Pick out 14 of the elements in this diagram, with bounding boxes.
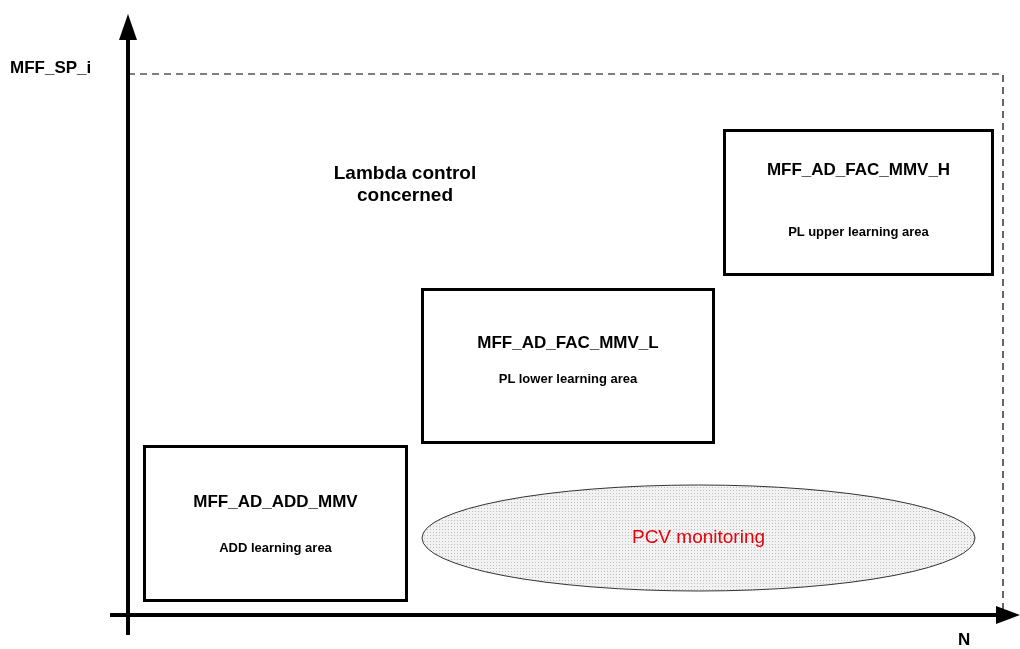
area-description: PL lower learning area — [497, 371, 639, 386]
parameter-name: MFF_AD_FAC_MMV_L — [476, 333, 660, 353]
learning-area-box — [421, 288, 715, 444]
monitoring-ellipse — [421, 484, 976, 592]
parameter-name: MFF_AD_FAC_MMV_H — [765, 160, 952, 180]
region-label: Lambda control concerned — [332, 162, 478, 206]
learning-area-box — [723, 129, 994, 276]
axis-label: N — [958, 630, 971, 649]
area-description: ADD learning area — [218, 540, 333, 555]
monitoring-label: PCV monitoring — [630, 526, 767, 548]
parameter-name: MFF_AD_ADD_MMV — [192, 492, 359, 512]
axis-label: MFF_SP_i — [10, 58, 92, 78]
learning-area-box — [143, 445, 408, 602]
area-description: PL upper learning area — [787, 224, 930, 239]
